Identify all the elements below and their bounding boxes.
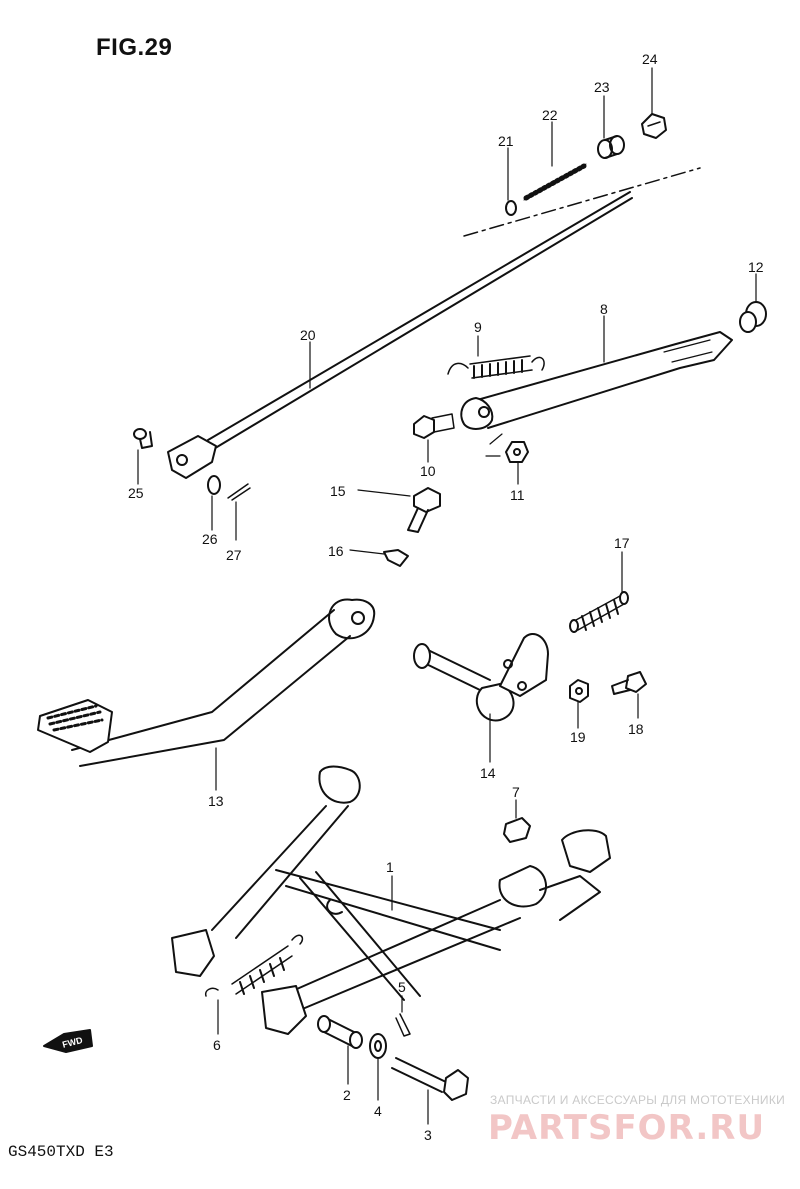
part-16-clip xyxy=(383,549,409,567)
part-20-brake-rod xyxy=(167,191,633,479)
part-number-label: 8 xyxy=(600,301,608,317)
part-number-label: 4 xyxy=(374,1103,382,1119)
watermark-tagline: ЗАПЧАСТИ И АКСЕССУАРЫ ДЛЯ МОТОТЕХНИКИ xyxy=(490,1093,786,1107)
part-number-label: 19 xyxy=(570,729,586,745)
part-26-washer xyxy=(207,475,221,495)
leader-lines xyxy=(137,67,757,1125)
part-number-label: 23 xyxy=(594,79,610,95)
part-number-label: 14 xyxy=(480,765,496,781)
part-number-label: 7 xyxy=(512,784,520,800)
part-number-label: 12 xyxy=(748,259,764,275)
part-8-brake-arm xyxy=(460,331,733,430)
part-27-cotter-pin xyxy=(227,483,251,501)
part-5-cotter-pin xyxy=(395,1013,411,1037)
part-number-label: 2 xyxy=(343,1087,351,1103)
part-number-label: 27 xyxy=(226,547,242,563)
part-number-label: 10 xyxy=(420,463,436,479)
part-19-nut xyxy=(569,679,589,703)
part-9-spring xyxy=(447,355,545,379)
part-15-pivot-bolt xyxy=(407,487,441,533)
part-11-nut xyxy=(505,441,529,463)
part-number-label: 15 xyxy=(330,483,346,499)
part-number-label: 11 xyxy=(510,487,525,503)
watermark-brand: PARTSFOR.RU xyxy=(488,1108,766,1148)
part-2-pivot-sleeve xyxy=(317,1015,363,1049)
model-code: GS450TXD E3 xyxy=(8,1143,114,1161)
part-number-label: 5 xyxy=(398,979,406,995)
part-number-label: 3 xyxy=(424,1127,432,1143)
part-number-label: 9 xyxy=(474,319,482,335)
part-25-pin xyxy=(133,428,153,449)
part-number-label: 25 xyxy=(128,485,144,501)
part-3-pivot-bolt xyxy=(391,1057,469,1101)
part-number-label: 20 xyxy=(300,327,316,343)
part-number-label: 1 xyxy=(386,859,394,875)
part-7-stopper xyxy=(503,817,531,843)
part-21-washer xyxy=(505,200,517,216)
part-6-spring xyxy=(204,934,304,997)
part-12-collar xyxy=(739,301,767,333)
fwd-arrow-icon: FWD xyxy=(43,1029,93,1053)
part-10-bolt xyxy=(413,413,455,439)
part-13-brake-pedal xyxy=(37,598,376,767)
part-number-label: 22 xyxy=(542,107,558,123)
part-number-label: 13 xyxy=(208,793,224,809)
part-number-label: 17 xyxy=(614,535,630,551)
part-number-label: 21 xyxy=(498,133,514,149)
part-1-center-stand xyxy=(171,765,611,1035)
part-14-brake-shaft xyxy=(413,633,549,722)
part-number-label: 24 xyxy=(642,51,658,67)
part-number-label: 26 xyxy=(202,531,218,547)
part-24-nut xyxy=(641,113,667,139)
part-17-spring xyxy=(569,591,629,633)
centerline xyxy=(463,167,701,237)
part-18-bolt xyxy=(611,671,647,695)
part-number-label: 16 xyxy=(328,543,344,559)
part-number-label: 6 xyxy=(213,1037,221,1053)
part-number-labels: 1 2 3 4 5 6 7 8 9 10 11 12 13 14 15 16 1… xyxy=(128,51,764,1143)
part-4-washer xyxy=(369,1033,387,1059)
figure-title: FIG.29 xyxy=(96,34,173,61)
part-23-collar xyxy=(597,135,625,159)
part-number-label: 18 xyxy=(628,721,644,737)
part-22-spring xyxy=(523,163,587,201)
